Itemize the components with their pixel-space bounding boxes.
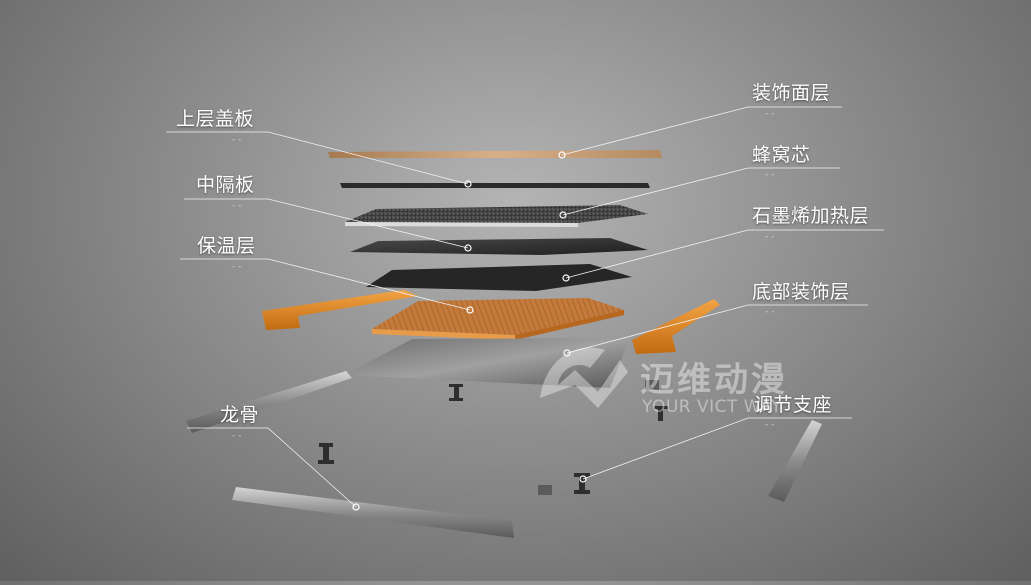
leader-dots [352,151,587,511]
label-decor-surface: 装饰面层 [752,82,831,104]
insulation-layer [372,298,624,335]
label-sub-marker: - - [765,420,775,430]
label-graphene-heating: 石墨烯加热层 [752,205,870,227]
watermark-text-cn: 迈维动漫 [640,360,788,400]
label-honeycomb: 蜂窝芯 [752,144,811,166]
bottom-decor-layer [345,338,630,388]
label-middle-board: 中隔板 [196,174,255,196]
leader-decor-surface [561,106,842,156]
label-sub-marker: - - [765,170,775,180]
keel-front [232,487,514,538]
honeycomb-edge [345,222,578,227]
leader-middle-board [184,198,469,249]
rail-left [262,290,418,330]
label-sub-marker: - - [765,232,775,242]
support-pedestals [318,380,668,495]
label-sub-marker: - - [232,135,242,145]
label-keel: 龙骨 [220,404,260,426]
graphene-layer [366,264,632,291]
insulation-edge [372,329,515,340]
leader-support [582,417,852,480]
label-sub-marker: - - [232,262,242,272]
label-top-cover: 上层盖板 [176,108,255,130]
insulation-edge-right [515,310,624,340]
label-insulation: 保温层 [197,235,256,257]
watermark-logo [540,347,628,408]
label-sub-marker: - - [232,201,242,211]
leader-bottom-decor [566,304,868,354]
label-sub-marker: - - [232,431,242,441]
keel-left [186,371,352,433]
label-sub-marker: - - [765,307,775,317]
label-sub-marker: - - [765,109,775,119]
leader-lines [166,106,884,508]
leader-insulation [180,258,471,311]
keel-right [768,420,822,502]
leader-graphene [565,229,884,279]
rail-right [632,299,720,354]
label-support: 调节支座 [754,394,833,416]
decor-surface-layer [328,150,662,158]
watermark-text-en: YOUR VICT WAY [642,397,782,417]
leader-honeycomb [562,167,840,216]
middle-board-layer [350,238,648,255]
top-cover-layer [340,183,650,188]
leader-top-cover [166,131,469,185]
label-bottom-decor: 底部装饰层 [752,281,850,303]
leader-keel [187,427,357,508]
honeycomb-layer [345,205,648,223]
